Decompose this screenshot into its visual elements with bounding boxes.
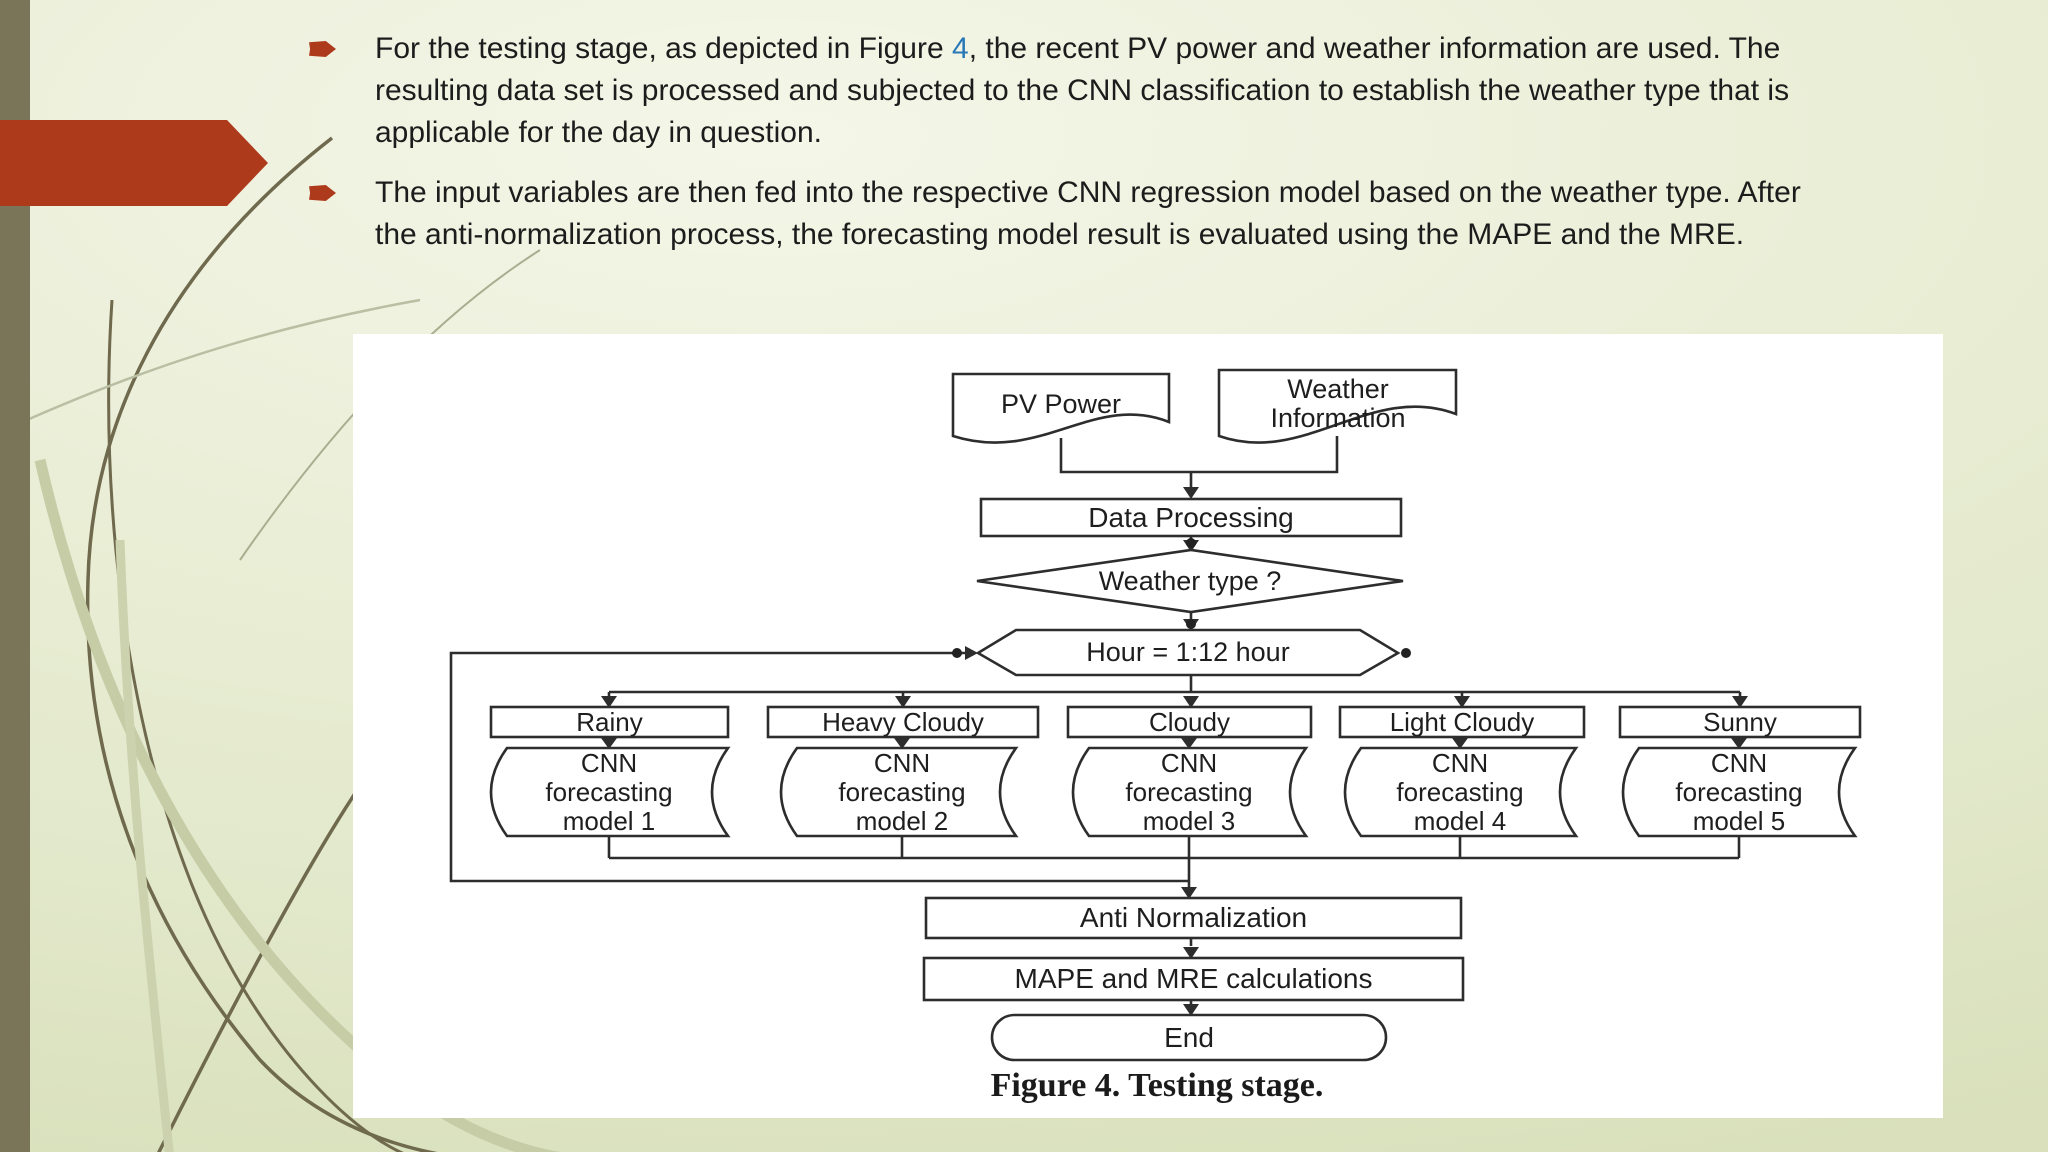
cnn-model-2-label: CNN forecasting model 2: [838, 747, 966, 836]
rainy-box-shape: [489, 705, 730, 739]
swirl-dark-3: [157, 785, 362, 1152]
light-cloudy-box-shape: [1338, 705, 1586, 739]
cnn-model-1-shape: [489, 746, 731, 838]
cnn-model-3-label: CNN forecasting model 3: [1125, 747, 1253, 836]
figure-caption-number: Figure 4.: [990, 1067, 1121, 1104]
swirl-sage-2: [115, 539, 174, 1152]
pv-power-label: PV Power: [1000, 388, 1122, 419]
anti-normalization-label: Anti Normalization: [1079, 902, 1308, 933]
flow-junction-dots: [952, 538, 1411, 658]
cloudy-label: Cloudy: [1149, 706, 1230, 737]
weather-info-label: Weather Information: [1270, 374, 1406, 433]
sunny-box-shape: [1618, 705, 1862, 739]
end-label: End: [1164, 1021, 1214, 1053]
cnn-model-3-shape: [1071, 746, 1309, 838]
text-segment: , the recent PV power and weather inform…: [968, 32, 1781, 65]
bullet-arrow-icon: [309, 185, 336, 201]
swirl-sage-1: [34, 458, 562, 1152]
body-text-line: applicable for the day in question.: [375, 116, 822, 149]
cnn-model-4-label: CNN forecasting model 4: [1396, 747, 1524, 836]
cnn-model-4-shape: [1343, 746, 1579, 838]
data-processing-box-shape: [979, 497, 1403, 538]
body-text-line: For the testing stage, as depicted in Fi…: [375, 28, 1789, 70]
figure-caption-title: Testing stage.: [1120, 1067, 1324, 1104]
body-text-line: resulting data set is processed and subj…: [375, 74, 1790, 107]
cnn-model-5-shape: [1621, 746, 1858, 838]
anti-normalization-box-shape: [924, 896, 1463, 940]
end-terminator-shape: [990, 1013, 1388, 1062]
flow-connectors: [449, 436, 1742, 1005]
body-text-line: The input variables are then fed into th…: [375, 176, 1801, 209]
figure-caption: Figure 4. Testing stage.: [917, 1067, 1397, 1105]
heavy-cloudy-box-shape: [766, 705, 1040, 739]
swirl-dark-1: [85, 136, 438, 1152]
weather-type-diamond-shape: [976, 548, 1404, 614]
figure-4-image: PV Power Weather Information Data Proces…: [353, 334, 1943, 1118]
flowchart-graphic: [449, 368, 1862, 1062]
heavy-cloudy-label: Heavy Cloudy: [822, 706, 984, 737]
bullet-arrow-icon: [309, 41, 336, 57]
bullet-paragraph-1: For the testing stage, as depicted in Fi…: [309, 28, 1790, 154]
accent-arrow-shape: [0, 120, 268, 206]
pv-power-doc-shape: [951, 372, 1171, 444]
cnn-model-5-label: CNN forecasting model 5: [1675, 747, 1803, 836]
cnn-model-1-label: CNN forecasting model 1: [545, 747, 673, 836]
cloudy-box-shape: [1066, 705, 1313, 739]
weather-type-label: Weather type ?: [1098, 565, 1282, 596]
text-segment: For the testing stage, as depicted in Fi…: [375, 32, 952, 65]
hour-loop-hexagon-shape: [975, 628, 1401, 677]
sunny-label: Sunny: [1703, 706, 1777, 737]
light-cloudy-label: Light Cloudy: [1389, 706, 1535, 737]
data-processing-label: Data Processing: [1088, 501, 1294, 533]
mape-mre-label: MAPE and MRE calculations: [1014, 963, 1373, 994]
swirl-dark-2: [107, 299, 404, 1152]
mape-mre-box-shape: [922, 956, 1465, 1002]
figure-4-link[interactable]: 4: [952, 32, 969, 65]
bullet-paragraph-2: The input variables are then fed into th…: [309, 172, 1801, 256]
body-text-line: the anti-normalization process, the fore…: [375, 218, 1745, 251]
cnn-model-2-shape: [779, 746, 1019, 838]
flow-shapes: [489, 368, 1862, 1062]
rainy-label: Rainy: [576, 706, 643, 737]
swirl-faint-1: [0, 298, 421, 434]
weather-info-doc-shape: [1217, 368, 1458, 444]
hour-loop-label: Hour = 1:12 hour: [1086, 637, 1290, 667]
